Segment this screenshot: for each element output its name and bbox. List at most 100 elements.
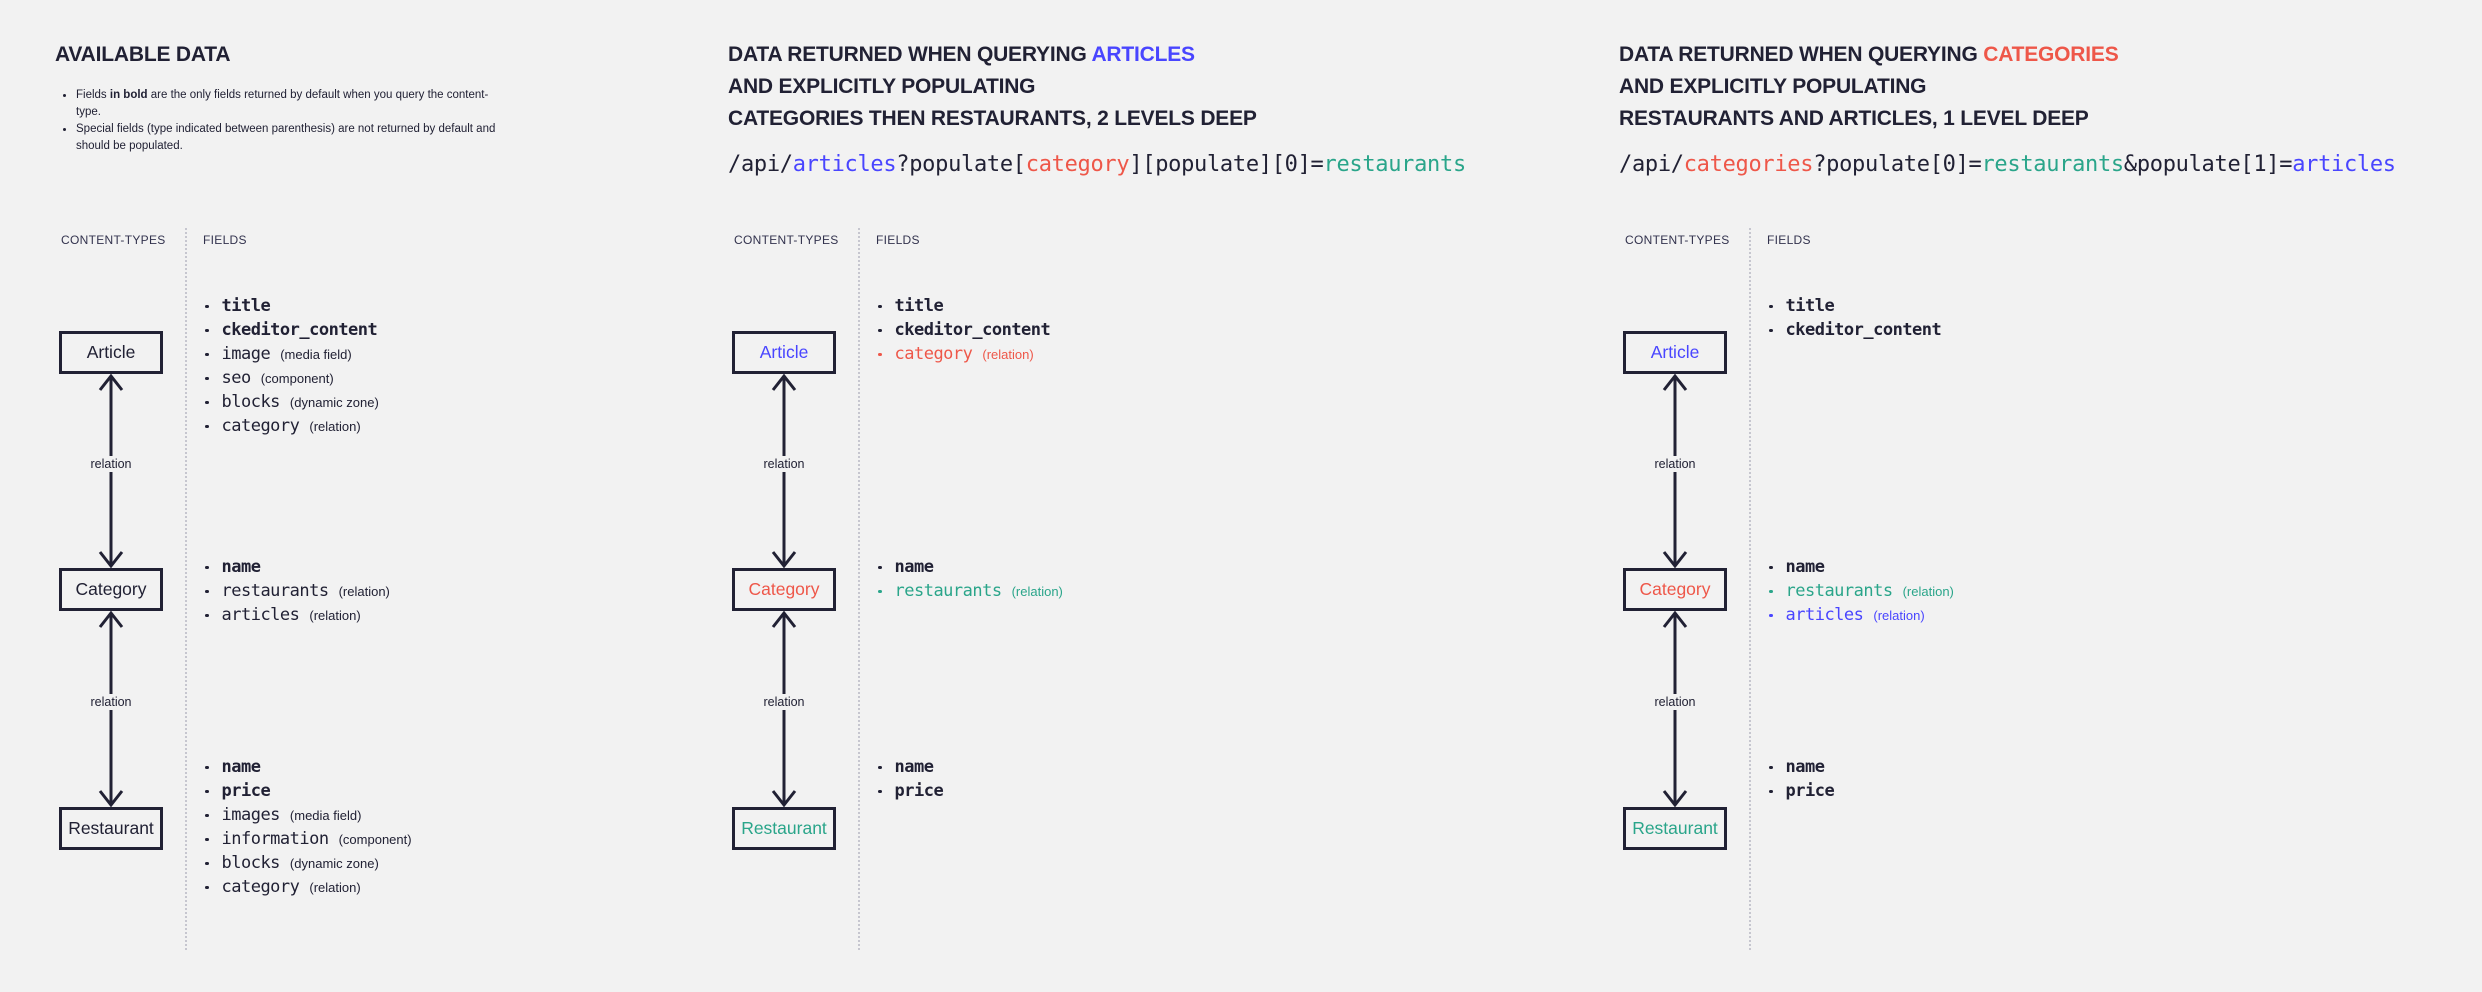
code-segment: restaurants: [1323, 152, 1467, 177]
field-name: name: [894, 557, 934, 577]
field-item: category(relation): [876, 342, 1050, 366]
code-segment: &populate[1]=: [2123, 152, 2293, 177]
bullet-dot-icon: [205, 352, 209, 357]
bullet-dot-icon: [1769, 789, 1773, 794]
bullet-dot-icon: [878, 765, 882, 770]
notes-list: Fields in bold are the only fields retur…: [61, 87, 503, 155]
field-item: title: [1767, 294, 1941, 318]
title-line: DATA RETURNED WHEN QUERYING ARTICLES: [728, 39, 1257, 71]
field-type: (relation): [309, 880, 361, 895]
content-type-box-restaurant: Restaurant: [59, 807, 163, 850]
bullet-dot-icon: [878, 304, 882, 309]
field-name: title: [221, 296, 271, 316]
content-types-label: CONTENT-TYPES: [1625, 233, 1730, 247]
relation-label: relation: [1650, 456, 1700, 472]
field-name: images: [221, 805, 281, 825]
code-segment: /api/: [728, 152, 793, 177]
code-segment: articles: [792, 152, 897, 177]
content-type-box-restaurant: Restaurant: [732, 807, 836, 850]
title-segment: CATEGORIES THEN RESTAURANTS, 2 LEVELS DE…: [728, 107, 1257, 130]
field-name: name: [894, 757, 934, 777]
title-segment: AVAILABLE DATA: [55, 43, 231, 66]
bullet-dot-icon: [205, 304, 209, 309]
bullet-dot-icon: [205, 328, 209, 333]
relation-label: relation: [759, 456, 809, 472]
note-item: Fields in bold are the only fields retur…: [61, 87, 503, 121]
field-item: images(media field): [203, 803, 412, 827]
content-type-box-article: Article: [59, 331, 163, 374]
field-item: name: [1767, 555, 1954, 579]
bullet-dot-icon: [878, 589, 882, 594]
content-type-box-article: Article: [1623, 331, 1727, 374]
relation-label: relation: [759, 694, 809, 710]
field-item: title: [876, 294, 1050, 318]
field-name: ckeditor_content: [894, 320, 1051, 340]
bullet-dot-icon: [205, 837, 209, 842]
field-item: price: [203, 779, 412, 803]
field-item: name: [876, 755, 943, 779]
field-name: title: [1785, 296, 1835, 316]
column-available-data: AVAILABLE DATA Fields in bold are the onl…: [55, 0, 705, 992]
column-title: AVAILABLE DATA: [55, 39, 230, 71]
field-name: name: [1785, 557, 1825, 577]
title-segment: DATA RETURNED WHEN QUERYING: [1619, 43, 1984, 66]
field-name: restaurants: [221, 581, 330, 601]
field-name: price: [894, 781, 944, 801]
field-item: blocks(dynamic zone): [203, 851, 412, 875]
field-item: restaurants (relation): [203, 579, 390, 603]
content-type-box-restaurant: Restaurant: [1623, 807, 1727, 850]
field-name: image: [221, 344, 271, 364]
field-type: (component): [260, 371, 334, 386]
field-type: (dynamic zone): [289, 395, 379, 410]
title-segment: DATA RETURNED WHEN QUERYING: [728, 43, 1092, 66]
field-name: category: [221, 877, 300, 897]
field-name: ckeditor_content: [221, 320, 378, 340]
field-name: title: [894, 296, 944, 316]
column-query-categories: DATA RETURNED WHEN QUERYING CATEGORIES AN…: [1619, 0, 2482, 992]
field-item: name: [203, 555, 390, 579]
bullet-dot-icon: [878, 789, 882, 794]
fields-label: FIELDS: [1767, 233, 1811, 247]
title-segment: AND EXPLICITLY POPULATING: [1619, 75, 1927, 98]
bullet-dot-icon: [1769, 304, 1773, 309]
content-type-box-category: Category: [59, 568, 163, 611]
field-type: (dynamic zone): [289, 856, 379, 871]
column-title: DATA RETURNED WHEN QUERYING CATEGORIES AN…: [1619, 39, 2119, 135]
bullet-dot-icon: [63, 94, 66, 97]
field-type: (relation): [338, 584, 390, 599]
bullet-dot-icon: [205, 789, 209, 794]
field-type: (component): [338, 832, 412, 847]
note-text: Fields in bold are the only fields retur…: [76, 87, 503, 121]
code-segment: ?populate[0]=: [1813, 152, 1982, 177]
field-item: articles(relation): [1767, 603, 1954, 627]
field-type: (relation): [1011, 584, 1063, 599]
bullet-dot-icon: [1769, 589, 1773, 594]
bullet-dot-icon: [205, 813, 209, 818]
field-type: (relation): [309, 608, 361, 623]
relation-label: relation: [86, 456, 136, 472]
title-segment: CATEGORIES: [1983, 43, 2119, 66]
content-type-label: Article: [1650, 342, 1700, 362]
bullet-dot-icon: [878, 352, 882, 357]
field-name: name: [1785, 757, 1825, 777]
field-item: price: [876, 779, 944, 803]
field-item: name: [1767, 755, 1834, 779]
bullet-dot-icon: [205, 400, 209, 405]
field-name: restaurants: [894, 581, 1003, 601]
bullet-dot-icon: [205, 424, 209, 429]
field-item: ckeditor_content: [203, 318, 379, 342]
content-types-label: CONTENT-TYPES: [734, 233, 839, 247]
title-line: RESTAURANTS AND ARTICLES, 1 LEVEL DEEP: [1619, 103, 2119, 135]
field-item: category (relation): [203, 875, 412, 899]
bullet-dot-icon: [1769, 328, 1773, 333]
field-name: seo: [221, 368, 252, 388]
note-segment: Special fields (type indicated between p…: [76, 123, 496, 152]
content-type-label: Restaurant: [741, 818, 827, 838]
field-type: (media field): [280, 347, 352, 362]
field-name: blocks: [221, 392, 281, 412]
